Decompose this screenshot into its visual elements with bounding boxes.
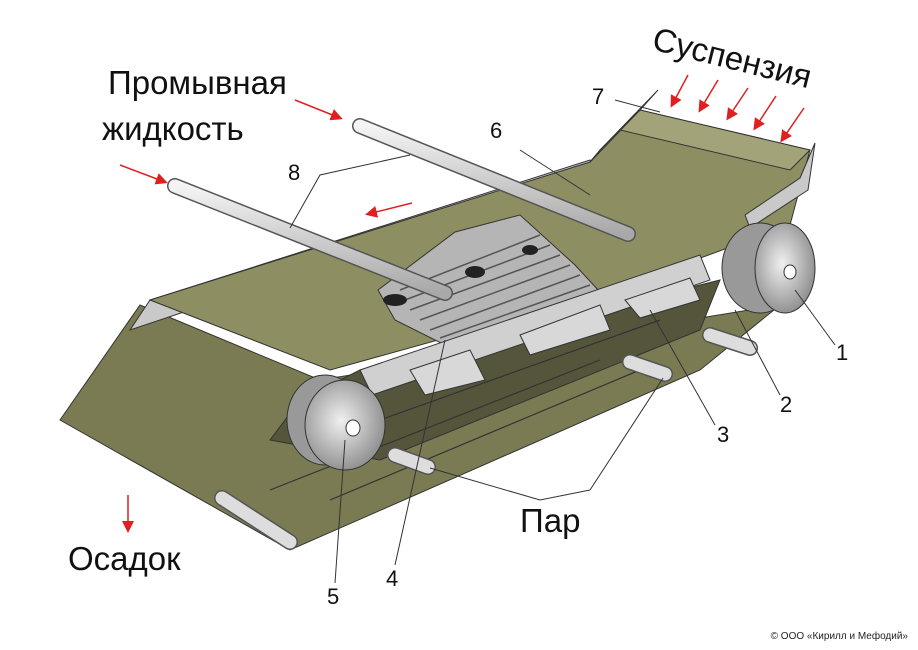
vacuum-box xyxy=(624,277,701,319)
label-4: 4 xyxy=(386,566,399,591)
label-7: 7 xyxy=(592,84,605,109)
vacuum-box xyxy=(409,349,486,396)
wash-label-line2: жидкость xyxy=(102,110,244,147)
copyright: © ООО «Кирилл и Мефодий» xyxy=(770,631,908,642)
tray-side-left xyxy=(589,89,659,163)
label-5: 5 xyxy=(327,584,340,609)
belt-lines xyxy=(269,319,661,501)
wash-liquid-label: Промывная жидкость xyxy=(102,60,287,152)
label-6: 6 xyxy=(490,118,503,143)
leader-lines xyxy=(289,99,836,584)
label-2: 2 xyxy=(780,392,793,417)
vacuum-box xyxy=(519,304,611,356)
steam-label: Пар xyxy=(520,502,581,539)
label-3: 3 xyxy=(717,422,730,447)
label-1: 1 xyxy=(836,340,849,365)
sediment-label: Осадок xyxy=(68,540,181,577)
red-flow-arrows xyxy=(119,74,805,533)
label-8: 8 xyxy=(288,160,301,185)
wash-label-line1: Промывная xyxy=(108,64,287,101)
